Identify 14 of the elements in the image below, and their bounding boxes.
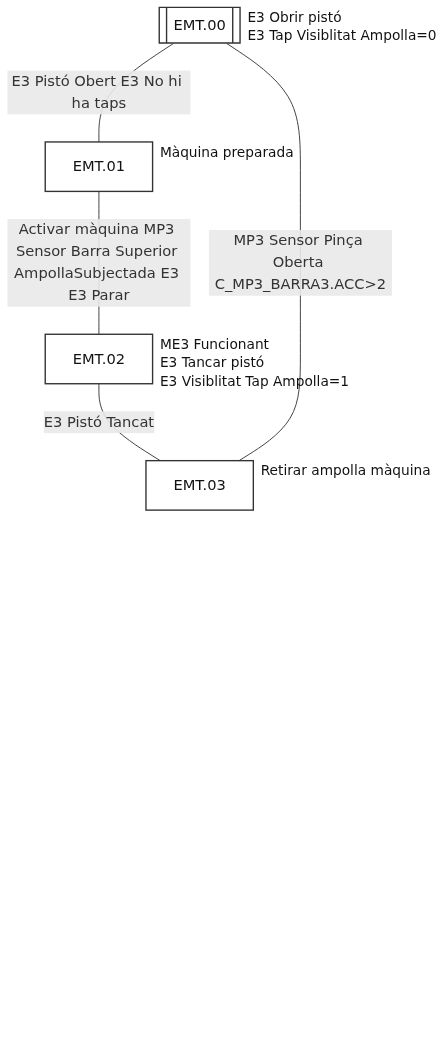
action-text: Màquina preparada <box>159 143 294 160</box>
edge-label: E3 Pistó Tancat <box>43 413 155 431</box>
action-text: E3 Tap Visiblitat Ampolla=0 <box>247 27 437 44</box>
action-text: E3 Tancar pistó <box>159 354 265 371</box>
action-text: E3 Obrir pistó <box>247 9 342 25</box>
action-text: Retirar ampolla màquina <box>260 462 431 479</box>
node-box: EMT.01 <box>44 141 154 193</box>
node-box: EMT.02 <box>44 333 154 385</box>
edge-label: Activar màquina MP3 Sensor Barra Superior AmpollaSubjectada E3 E3 Parar <box>14 220 180 305</box>
edge-label: MP3 Sensor Pinça Oberta C_MP3_BARRA3.ACC>2 <box>214 231 387 294</box>
node-box: EMT.03 <box>145 459 254 511</box>
action-text: ME3 Funcionant <box>159 335 269 352</box>
edge-label: E3 Pistó Obert E3 No hi ha taps <box>11 72 182 112</box>
action-text: E3 Visiblitat Tap Ampolla=1 <box>159 372 350 389</box>
